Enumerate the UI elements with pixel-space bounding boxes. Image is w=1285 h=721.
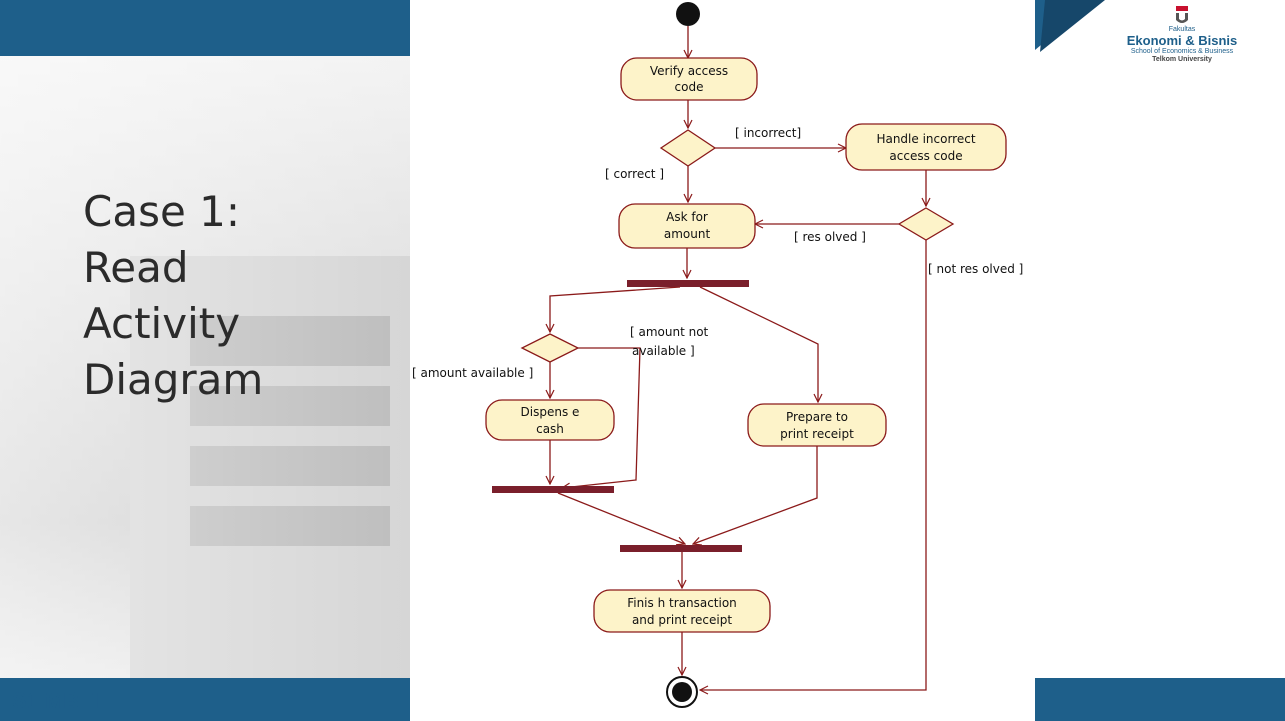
handle-label-line2: access code	[889, 149, 962, 163]
title-line-2: Read	[83, 243, 189, 292]
decision-access-code	[659, 129, 717, 167]
activity-handle-incorrect	[845, 123, 1007, 171]
title-line-4: Diagram	[83, 355, 264, 404]
guard-incorrect: [ incorrect]	[735, 126, 801, 140]
edge-join1-join2	[557, 492, 685, 544]
activity-diagram: Verify access code [ incorrect] [ correc…	[412, 2, 1023, 708]
dispense-label-line1: Dispens e	[521, 405, 580, 419]
guard-not-resolved: [ not res olved ]	[928, 262, 1023, 276]
activity-diagram-panel: Verify access code [ incorrect] [ correc…	[410, 0, 1035, 721]
initial-node	[676, 2, 700, 26]
edge-not-resolved	[700, 240, 927, 690]
finish-label-line1: Finis h transaction	[627, 596, 737, 610]
footer-label: S1 MBTI	[12, 688, 99, 713]
logo-main-text: Ekonomi & Bisnis	[1126, 33, 1238, 48]
title-line-3: Activity	[83, 299, 241, 348]
verify-label-line1: Verify access	[650, 64, 728, 78]
edge-fork-prepare	[699, 286, 818, 402]
logo-university-text: Telkom University	[1152, 56, 1212, 63]
fork-bar	[627, 280, 749, 287]
finish-label-line2: and print receipt	[632, 613, 732, 627]
edge-fork-decision-amount	[550, 286, 681, 332]
logo-faculty-text: Fakultas	[1168, 26, 1196, 33]
dispense-label-line2: cash	[536, 422, 564, 436]
guard-amount-available: [ amount available ]	[412, 366, 533, 380]
decision-amount	[520, 333, 580, 363]
join-bar-final	[620, 545, 742, 552]
join-bar-dispense	[492, 486, 614, 493]
guard-amount-not-available-line2: available ]	[632, 344, 695, 358]
slide-title: Case 1: Read Activity Diagram	[83, 184, 323, 408]
guard-correct: [ correct ]	[605, 167, 664, 181]
edge-prepare-join2	[693, 446, 818, 544]
ask-label-line2: amount	[664, 227, 711, 241]
activity-verify-access-code	[620, 57, 758, 101]
edge-amount-not-available	[562, 347, 641, 488]
decision-resolved	[897, 207, 955, 241]
logo-sub-text: School of Economics & Business	[1130, 48, 1234, 55]
prepare-label-line2: print receipt	[780, 427, 854, 441]
prepare-label-line1: Prepare to	[786, 410, 848, 424]
verify-label-line2: code	[675, 80, 704, 94]
ask-label-line1: Ask for	[666, 210, 708, 224]
photo-overlay	[0, 56, 410, 678]
title-line-1: Case 1:	[83, 187, 241, 236]
handle-label-line1: Handle incorrect	[876, 132, 975, 146]
final-node-inner	[672, 682, 692, 702]
telkom-logo-icon	[1176, 6, 1188, 23]
guard-resolved: [ res olved ]	[794, 230, 866, 244]
guard-amount-not-available-line1: [ amount not	[630, 325, 709, 339]
faculty-logo: Fakultas Ekonomi & Bisnis School of Econ…	[1092, 6, 1272, 64]
